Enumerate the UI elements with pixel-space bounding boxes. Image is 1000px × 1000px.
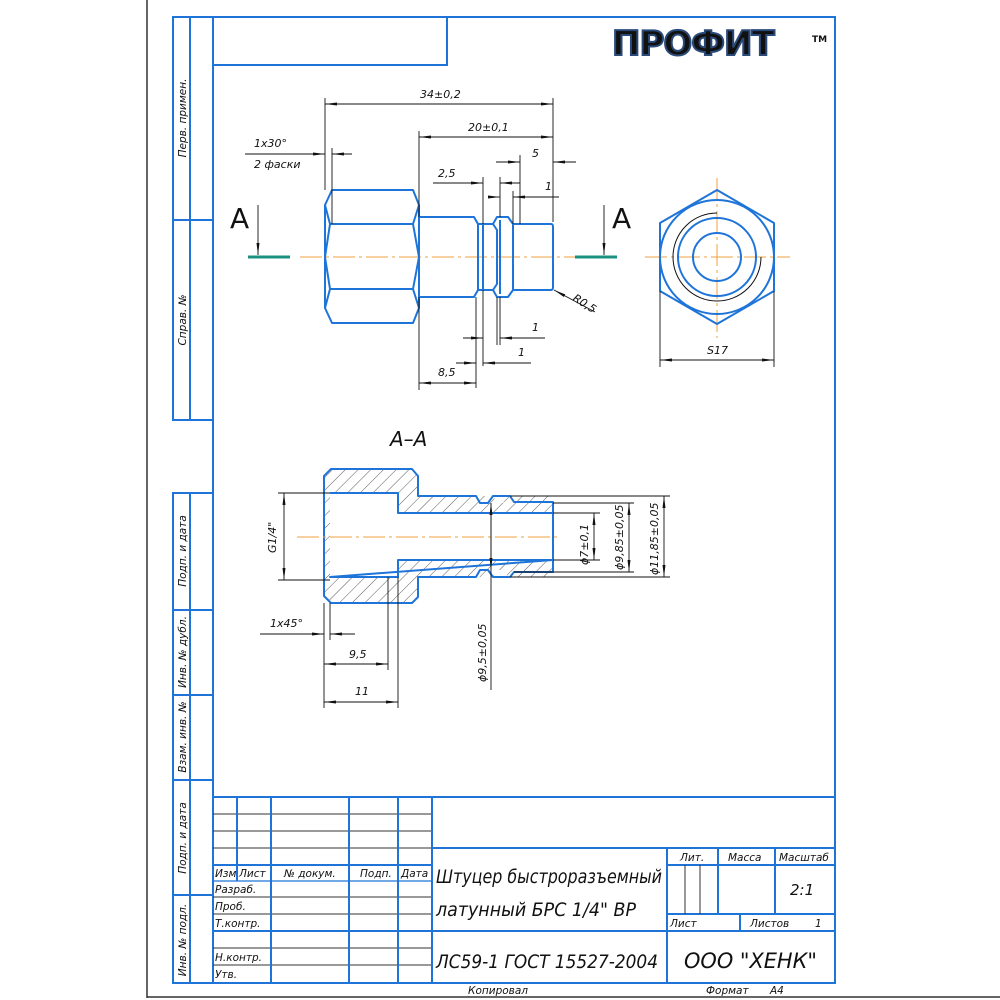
sheets-count: 1 [815, 918, 822, 930]
strip-label: Справ. № [177, 294, 189, 345]
dim-one-bottom-b: 1 [518, 346, 525, 359]
nipple [492, 216, 554, 298]
role-checker: Проб. [215, 901, 246, 913]
sheets-label: Листов [749, 918, 789, 930]
strip-label: Инв. № дубл. [177, 616, 189, 688]
dim-eight-five: 8,5 [438, 366, 456, 379]
strip-label: Подп. и дата [177, 515, 189, 587]
dim-chamfer-note: 2 фаски [254, 158, 300, 171]
dim-thread: G1/4" [266, 522, 279, 553]
dim-d985: ϕ9,85±0,05 [613, 505, 626, 570]
end-view: S17 [645, 178, 790, 367]
part-name-line2: латунный БРС 1/4" ВР [435, 899, 636, 921]
logo-text: ПРОФИТ [612, 24, 775, 64]
strip-label: Инв. № подл. [177, 904, 189, 976]
format-value: A4 [769, 985, 784, 997]
role-norm-control: Н.контр. [215, 952, 262, 964]
dim-two-five: 2,5 [438, 167, 456, 180]
role-tech-control: Т.контр. [215, 918, 261, 930]
dim-shank: 20±0,1 [468, 121, 509, 134]
dim-chamfer: 1x30° [254, 137, 287, 150]
dim-d1185: ϕ11,85±0,05 [648, 503, 661, 575]
dim-groove: ϕ9,5±0,05 [476, 624, 489, 682]
sheet-label: Лист [669, 918, 697, 930]
dim-chamfer-45: 1x45° [270, 617, 303, 630]
role-approved: Утв. [215, 969, 237, 981]
copied-label: Копировал [468, 985, 528, 997]
designation-box [212, 16, 448, 66]
dim-depth-11: 11 [355, 685, 369, 698]
section-title: A–A [388, 427, 427, 451]
col-date: Дата [400, 868, 428, 880]
dim-bore: ϕ7±0,1 [578, 524, 591, 565]
part-name-line1: Штуцер быстроразъемный [436, 866, 662, 888]
dim-one-top: 1 [545, 180, 552, 193]
logo-tm: TM [812, 35, 827, 45]
title-block: Изм Лист № докум. Подп. Дата Разраб. Про… [213, 796, 835, 983]
material: ЛС59-1 ГОСТ 15527-2004 [435, 951, 658, 973]
hex-outline [659, 189, 775, 325]
section-hatch [324, 469, 553, 603]
col-list: Лист [238, 868, 266, 880]
scale-value: 2:1 [790, 881, 814, 899]
side-strip: Перв. примен. Справ. № Подп. и дата Инв.… [172, 16, 214, 984]
col-izm: Изм [215, 868, 236, 880]
dim-radius: R0,5 [570, 292, 598, 316]
col-doc: № докум. [283, 868, 336, 880]
lit-label: Лит. [679, 852, 704, 864]
section-view: A–A G1/4" ϕ7±0,1 ϕ9,85±0,05 ϕ11,85±0,05 … [260, 427, 670, 708]
dim-overall: 34±0,2 [420, 88, 461, 101]
strip-label: Взам. инв. № [177, 701, 189, 772]
company: ООО "ХЕНК" [684, 949, 817, 973]
role-developer: Разраб. [215, 884, 256, 896]
shank [419, 216, 498, 298]
dim-depth-95: 9,5 [349, 648, 367, 661]
logo: ПРОФИТ TM [611, 23, 827, 65]
dim-five: 5 [532, 147, 539, 160]
col-sign: Подп. [360, 868, 392, 880]
thread-arc [672, 212, 762, 302]
dim-across-flats: S17 [707, 344, 728, 357]
strip-label: Подп. и дата [177, 802, 189, 874]
section-letter-left: A [230, 202, 249, 235]
mass-label: Масса [728, 852, 761, 864]
hex-body [324, 189, 420, 324]
dim-one-bottom-a: 1 [532, 321, 539, 334]
format-label: Формат [706, 985, 749, 997]
main-view: A A 34±0,2 20±0,1 5 2,5 1 [230, 88, 631, 390]
strip-label: Перв. примен. [177, 79, 189, 158]
scale-label: Масштаб [779, 852, 829, 864]
section-letter-right: A [612, 202, 631, 235]
